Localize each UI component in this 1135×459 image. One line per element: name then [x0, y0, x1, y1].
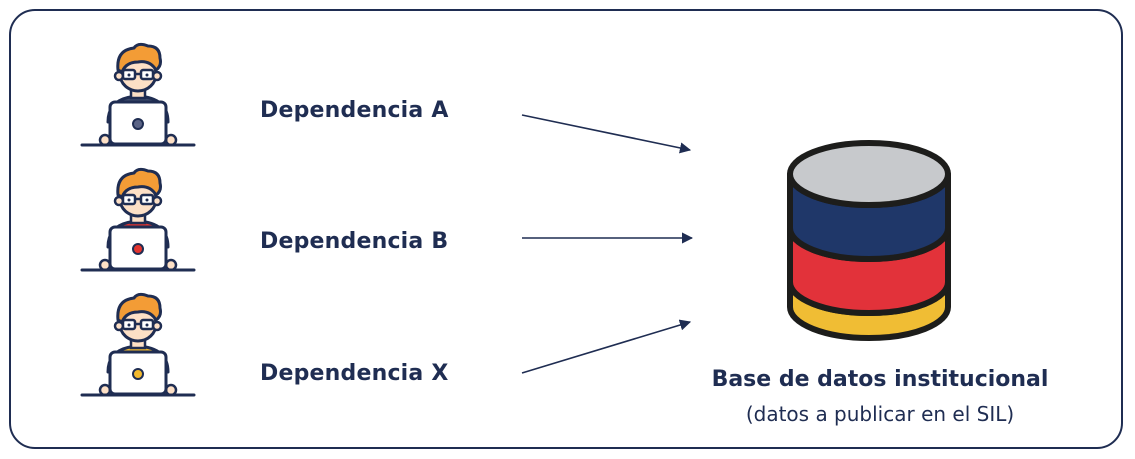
dependency-label-x: Dependencia X: [260, 361, 449, 386]
eye-left: [127, 198, 131, 202]
laptop-logo: [132, 118, 144, 130]
user-icon-x: [80, 292, 196, 397]
laptop-logo: [132, 368, 144, 380]
database-icon: [787, 140, 951, 341]
database-lid: [787, 140, 951, 208]
hair: [116, 167, 162, 199]
arrow-a: [521, 114, 692, 154]
database-title: Base de datos institucional: [711, 367, 1049, 392]
eye-right: [145, 323, 149, 327]
laptop-logo: [132, 243, 144, 255]
eye-right: [145, 198, 149, 202]
eye-left: [127, 323, 131, 327]
hair: [116, 42, 162, 74]
dependency-label-a: Dependencia A: [260, 98, 449, 123]
eye-left: [127, 73, 131, 77]
arrow-x: [521, 319, 692, 374]
user-icon-b: [80, 167, 196, 272]
user-icon-a: [80, 42, 196, 147]
database-subtitle: (datos a publicar en el SIL): [745, 402, 1015, 426]
eye-right: [145, 73, 149, 77]
dependency-label-b: Dependencia B: [260, 229, 449, 254]
hair: [116, 292, 162, 324]
